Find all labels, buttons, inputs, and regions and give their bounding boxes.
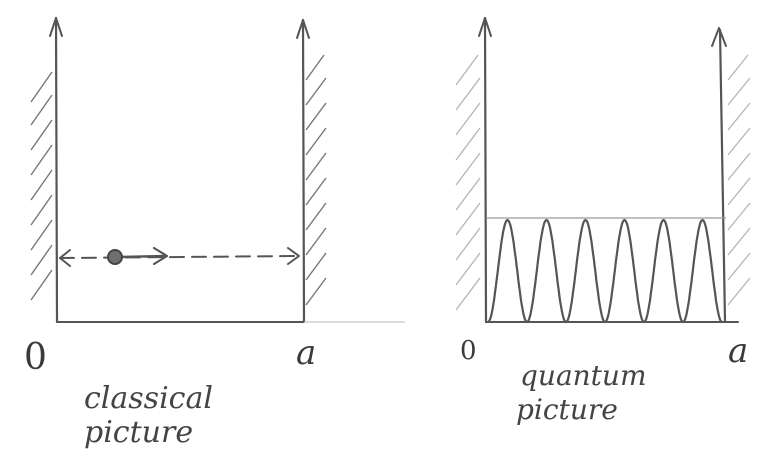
classical-particle <box>107 249 123 265</box>
classical-panel <box>30 16 405 324</box>
classical-left-wall-hatching <box>30 71 53 301</box>
classical-left-wall-arrowhead <box>49 17 63 37</box>
classical-trajectory <box>59 255 299 259</box>
quantum-caption-line1: quantum <box>520 359 647 392</box>
quantum-left-wall-hatching <box>455 54 481 311</box>
classical-width-label: a <box>296 333 317 373</box>
classical-left-wall <box>54 16 59 324</box>
classical-right-arrowhead <box>287 247 300 265</box>
quantum-width-label: a <box>728 331 749 371</box>
classical-velocity-arrow <box>116 254 168 259</box>
quantum-panel <box>455 16 751 324</box>
quantum-left-wall <box>483 16 488 324</box>
quantum-left-wall-arrowhead <box>478 17 492 37</box>
quantum-right-wall <box>718 28 727 324</box>
quantum-right-wall-hatching <box>727 54 751 306</box>
classical-caption-line2: picture <box>84 415 194 450</box>
quantum-right-wall-arrowhead <box>711 27 727 47</box>
quantum-origin-label: 0 <box>460 336 477 366</box>
classical-right-wall-hatching <box>305 54 327 306</box>
classical-right-wall-arrowhead <box>296 19 310 39</box>
classical-caption-line1: classical <box>84 381 213 416</box>
classical-right-wall <box>301 18 306 324</box>
classical-velocity-arrowhead <box>152 246 169 266</box>
quantum-probability-density-curve <box>486 218 724 324</box>
classical-origin-label: 0 <box>24 337 47 378</box>
classical-left-arrowhead <box>59 249 71 267</box>
quantum-caption-line2: picture <box>516 393 618 426</box>
